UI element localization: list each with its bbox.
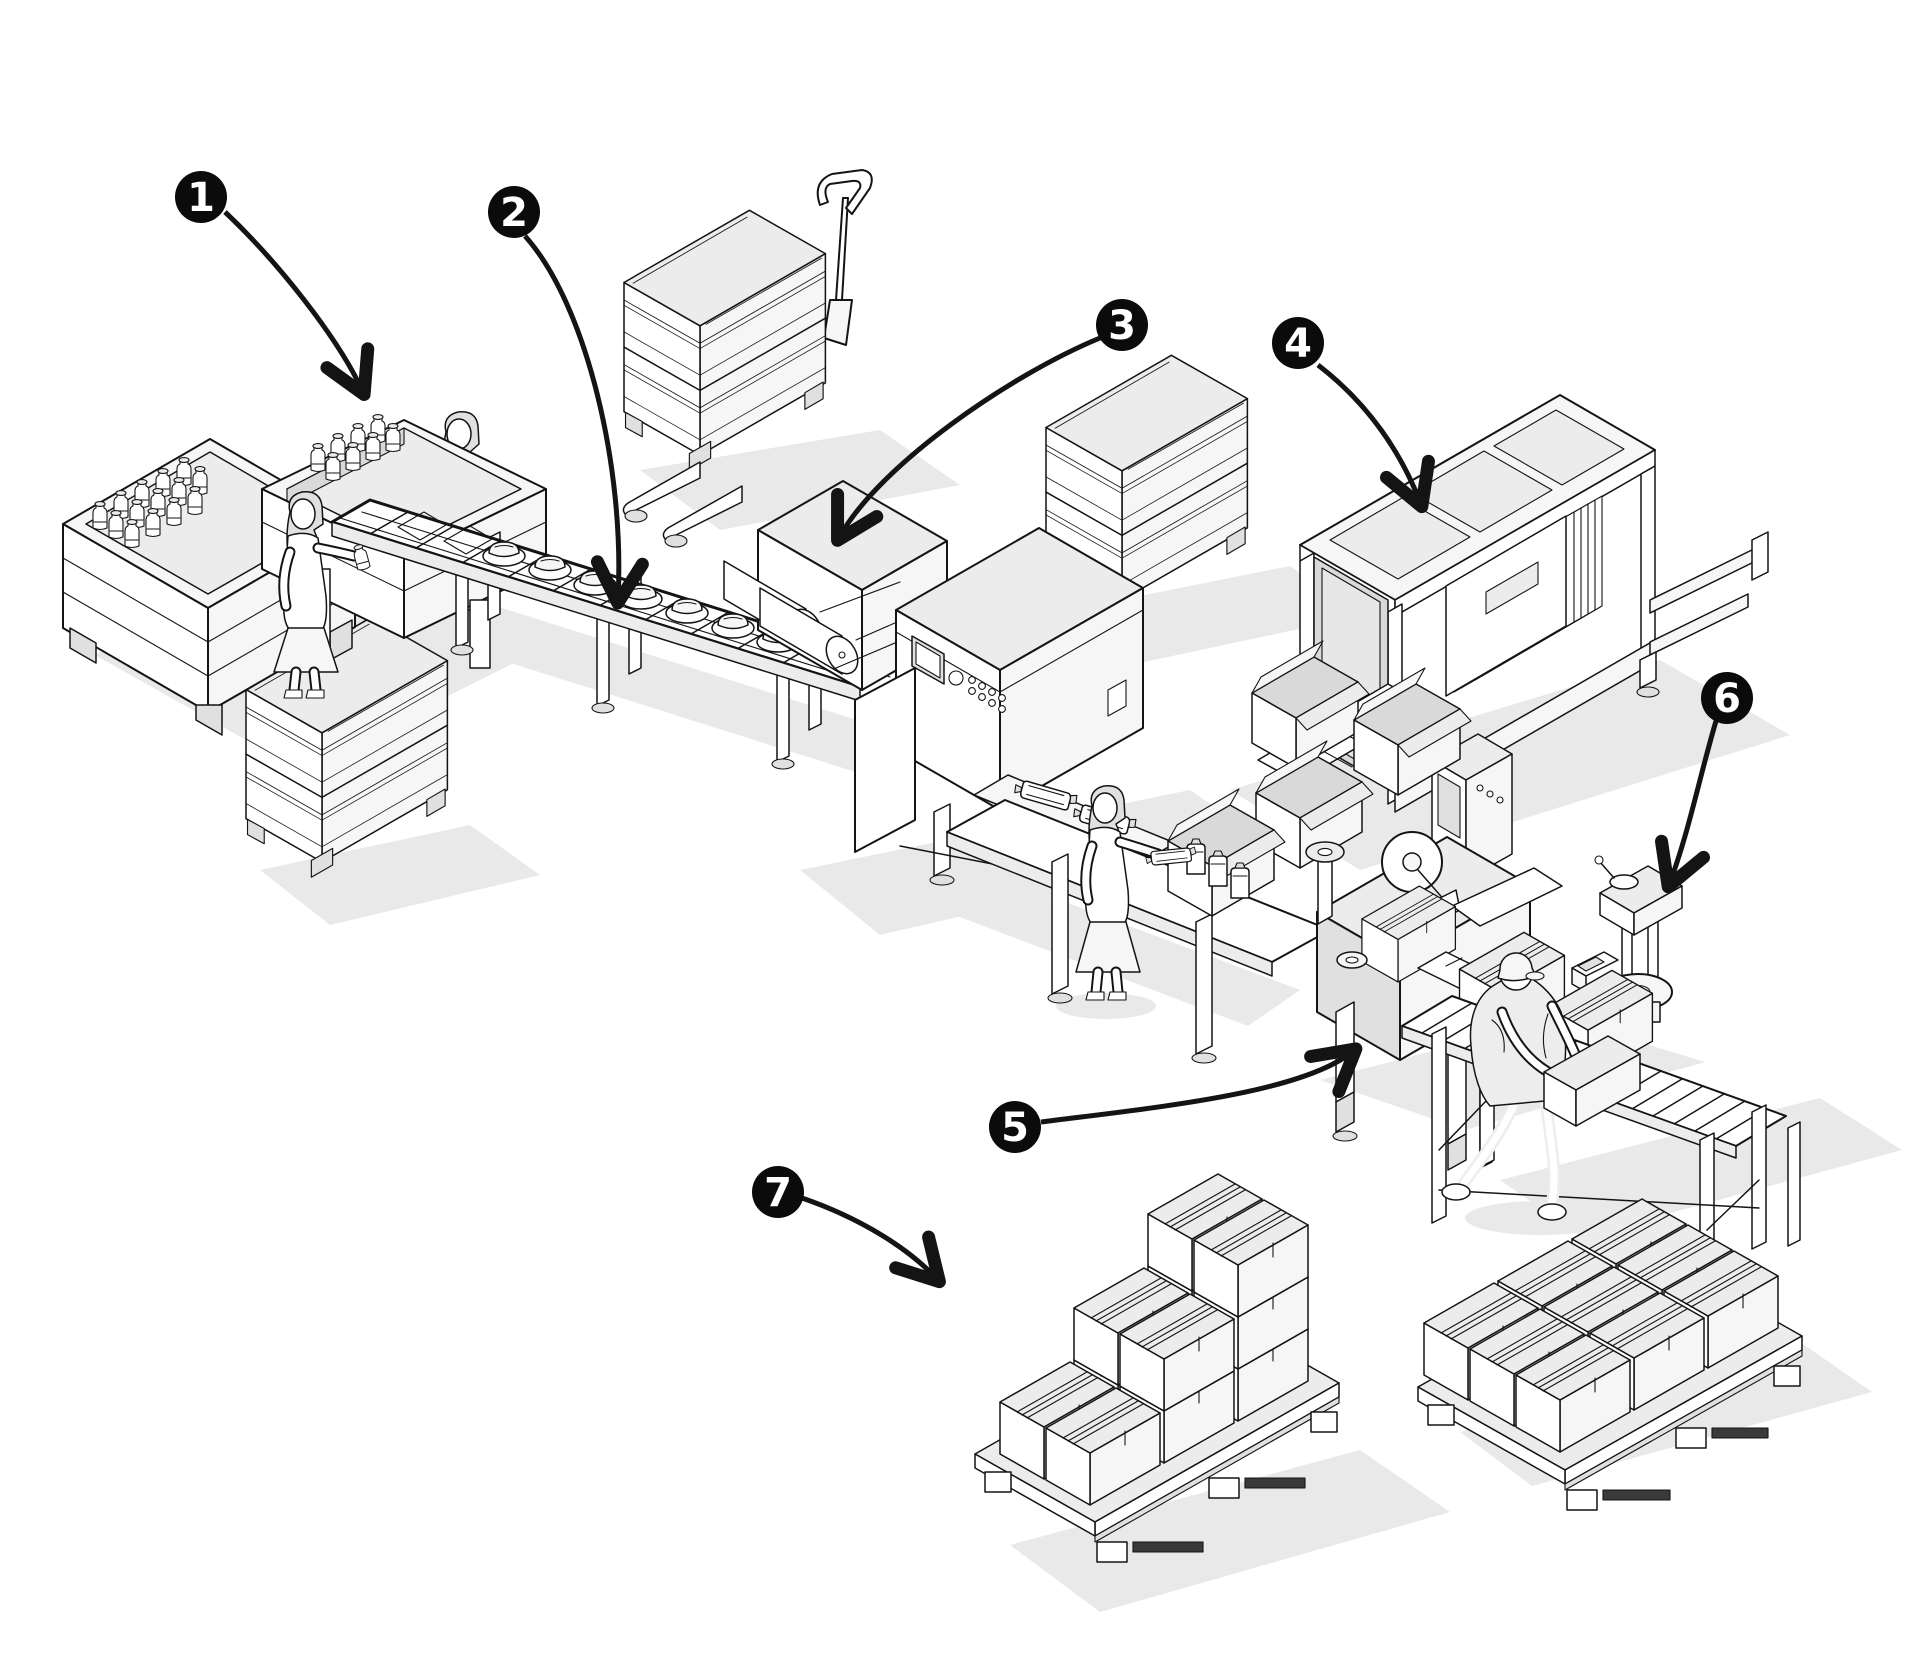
callout-5: 5 xyxy=(989,1101,1041,1153)
carton-blank-magazine xyxy=(1445,495,1603,697)
barcode-scanner xyxy=(1571,951,1619,993)
control-panel xyxy=(911,635,1006,713)
svg-text:1: 1 xyxy=(187,175,215,221)
stepped-pallet-stack xyxy=(974,1173,1340,1563)
svg-text:2: 2 xyxy=(500,190,528,236)
worker-carrying-box xyxy=(1441,952,1641,1221)
callout-6: 6 xyxy=(1701,672,1753,724)
arrow-to-sealing-bench xyxy=(1040,1042,1363,1125)
callout-2: 2 xyxy=(488,186,540,238)
callout-3: 3 xyxy=(1096,299,1148,351)
svg-text:6: 6 xyxy=(1713,676,1741,722)
worker-packing xyxy=(1075,785,1199,1001)
worker-loading-jars xyxy=(273,491,371,699)
carried-box xyxy=(1543,1035,1641,1127)
svg-text:4: 4 xyxy=(1284,321,1312,367)
arrow-to-pallet xyxy=(801,1195,946,1289)
pallet-jack-with-crates xyxy=(622,169,873,548)
arrow-to-conveyor xyxy=(523,234,649,610)
outrigger-arms xyxy=(1649,531,1769,656)
svg-text:5: 5 xyxy=(1001,1105,1029,1151)
flat-pallet-stack xyxy=(1417,1198,1803,1511)
arrow-to-flow-wrapper xyxy=(831,335,1101,547)
callout-4: 4 xyxy=(1272,317,1324,369)
carton-erecting-machine xyxy=(1251,394,1769,881)
svg-text:7: 7 xyxy=(764,1170,792,1216)
callout-badges: 1 2 3 4 5 6 7 xyxy=(175,171,1753,1218)
arrow-to-loading-station xyxy=(223,210,375,402)
callout-7: 7 xyxy=(752,1166,804,1218)
flow-wrapping-machine xyxy=(723,480,1176,914)
svg-text:3: 3 xyxy=(1108,303,1136,349)
tape-roll-applicator xyxy=(1381,831,1563,927)
arrow-to-tape-stand xyxy=(1654,720,1719,894)
film-rolls xyxy=(723,560,921,675)
callout-1: 1 xyxy=(175,171,227,223)
belt-products xyxy=(397,511,800,653)
callout-arrows xyxy=(223,210,1719,1289)
arrow-to-carton-erector xyxy=(1316,363,1435,514)
